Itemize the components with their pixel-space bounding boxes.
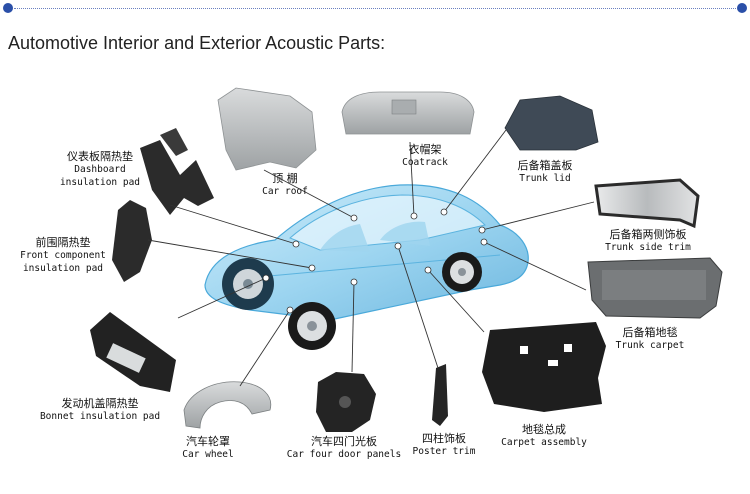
car-roof-part: [217, 87, 317, 171]
label-trunk-carpet-cn: 后备箱地毯: [622, 326, 678, 339]
label-front-component-cn: 前围隔热垫: [35, 236, 91, 249]
label-trunk-carpet: 后备箱地毯 Trunk carpet: [600, 326, 700, 352]
poster-trim-part: [432, 364, 448, 426]
label-dashboard-en2: insulation pad: [59, 177, 141, 188]
label-dashboard-cn: 仪表板隔热垫: [67, 150, 133, 163]
car-four-door-panels-part: [316, 372, 376, 432]
label-car-wheel-cn: 汽车轮罩: [186, 435, 230, 448]
leader-lines: [147, 129, 595, 387]
car-wheel-rear: [442, 252, 482, 292]
label-car-wheel-en: Car wheel: [182, 449, 234, 460]
trunk-lid-part: [504, 95, 599, 151]
carpet-assembly-part: [482, 322, 606, 412]
label-poster-trim: 四柱饰板 Poster trim: [404, 432, 484, 458]
label-trunk-side-trim-en: Trunk side trim: [605, 242, 691, 253]
top-border: [0, 0, 750, 16]
page-title: Automotive Interior and Exterior Acousti…: [8, 33, 386, 53]
label-carpet-assembly-cn: 地毯总成: [522, 423, 566, 436]
label-coatrack-cn: 衣帽架: [408, 143, 442, 156]
car-wheel-front: [222, 258, 274, 310]
label-bonnet: 发动机盖隔热垫 Bonnet insulation pad: [30, 397, 170, 423]
label-door-panels-en: Car four door panels: [286, 449, 402, 460]
label-coatrack: 衣帽架 Coatrack: [385, 143, 465, 169]
car-wheel-liner-part: [183, 381, 272, 429]
label-coatrack-en: Coatrack: [402, 157, 448, 168]
label-front-component-en2: insulation pad: [22, 263, 104, 274]
label-car-wheel: 汽车轮罩 Car wheel: [168, 435, 248, 461]
label-bonnet-cn: 发动机盖隔热垫: [61, 397, 139, 410]
label-poster-trim-en: Poster trim: [412, 446, 476, 457]
label-dashboard: 仪表板隔热垫 Dashboard insulation pad: [40, 150, 160, 189]
label-car-roof-cn: 顶 棚: [272, 172, 298, 185]
label-poster-trim-cn: 四柱饰板: [422, 432, 466, 445]
label-front-component: 前围隔热垫 Front component insulation pad: [8, 236, 118, 275]
label-trunk-carpet-en: Trunk carpet: [615, 340, 685, 351]
front-component-insulation-pad-part: [112, 200, 152, 282]
label-front-component-en1: Front component: [20, 250, 106, 261]
trunk-carpet-part: [587, 257, 723, 319]
bonnet-insulation-pad-part: [90, 312, 176, 392]
label-bonnet-en: Bonnet insulation pad: [39, 411, 161, 422]
label-carpet-assembly: 地毯总成 Carpet assembly: [494, 423, 594, 449]
label-carpet-assembly-en: Carpet assembly: [501, 437, 587, 448]
label-dashboard-en1: Dashboard: [74, 164, 126, 175]
leader-dots: [262, 208, 488, 314]
dashboard-insulation-pad-part: [140, 128, 214, 215]
bullet-right-icon: [737, 3, 747, 13]
label-trunk-lid-en: Trunk lid: [519, 173, 571, 184]
label-car-roof-en: Car roof: [262, 186, 308, 197]
label-trunk-side-trim-cn: 后备箱两侧饰板: [609, 228, 687, 241]
label-door-panels: 汽车四门光板 Car four door panels: [282, 435, 406, 461]
bullet-left-icon: [3, 3, 13, 13]
car-wheel-front-lower: [288, 302, 336, 350]
dotted-divider: [14, 8, 736, 9]
label-door-panels-cn: 汽车四门光板: [311, 435, 377, 448]
trunk-side-trim-part: [594, 178, 700, 229]
label-car-roof: 顶 棚 Car roof: [240, 172, 330, 198]
label-trunk-lid-cn: 后备箱盖板: [517, 159, 573, 172]
label-trunk-side-trim: 后备箱两侧饰板 Trunk side trim: [586, 228, 710, 254]
coatrack-part: [341, 91, 475, 135]
label-trunk-lid: 后备箱盖板 Trunk lid: [500, 159, 590, 185]
